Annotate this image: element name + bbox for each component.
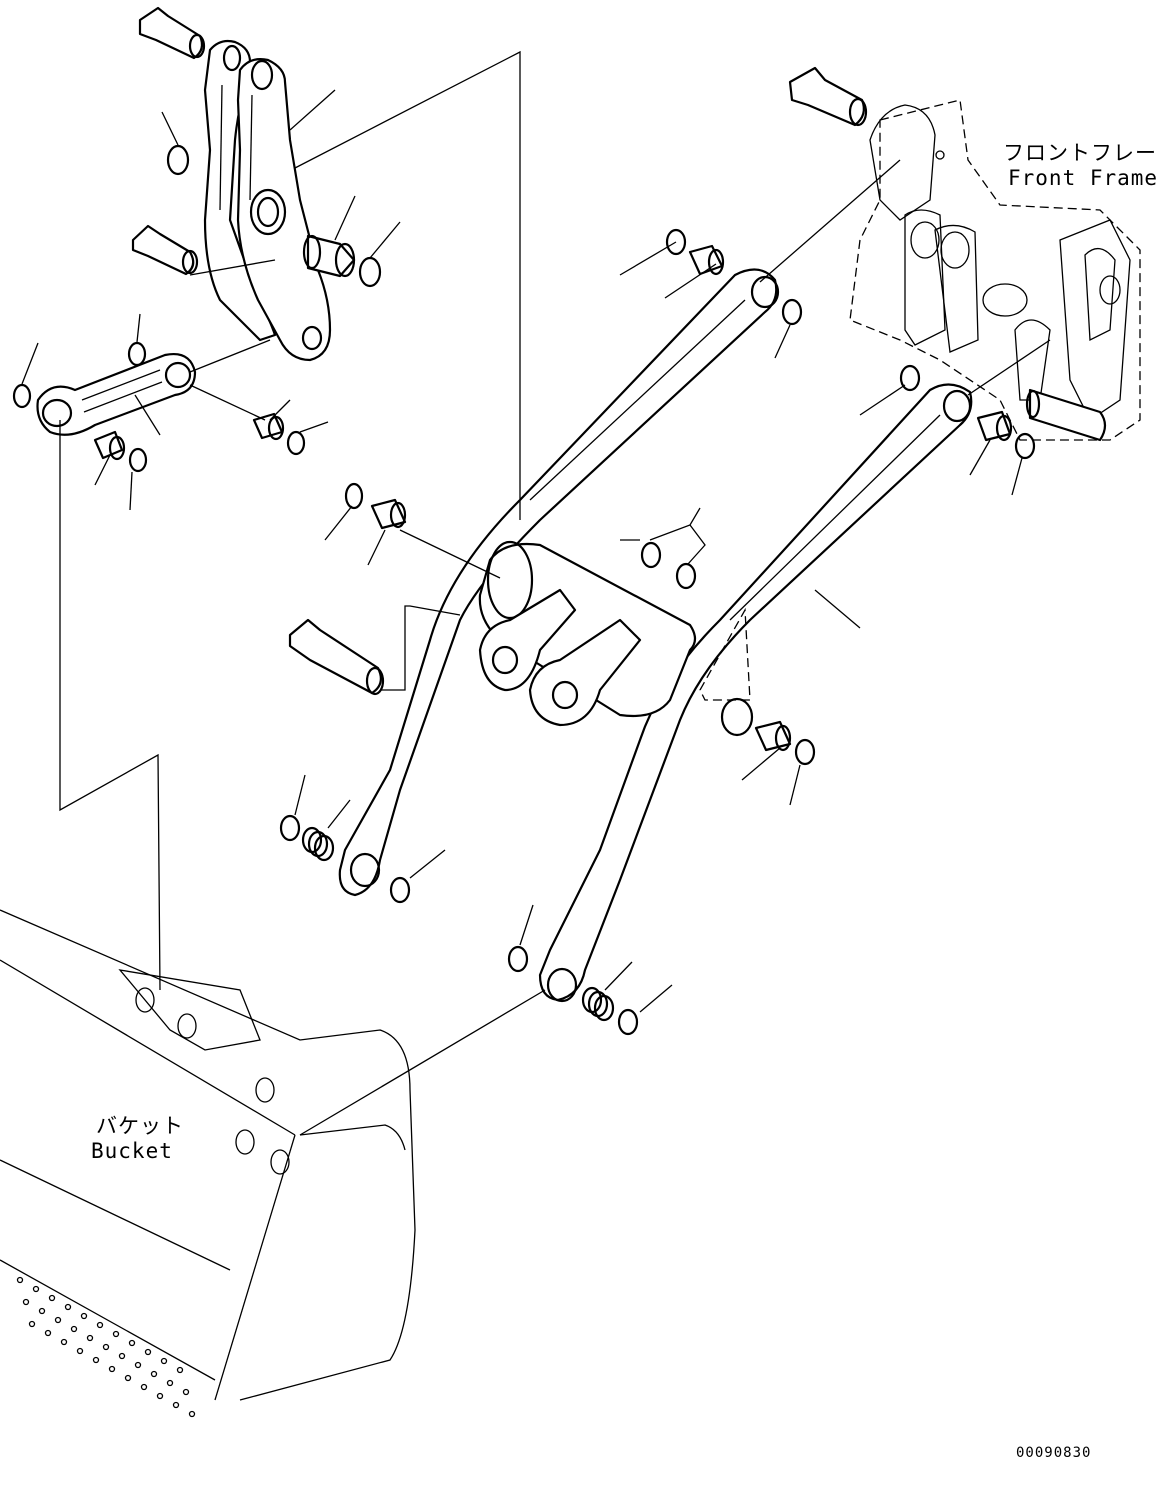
seal-ring-13 xyxy=(675,562,697,590)
bucket-hole xyxy=(172,1401,180,1409)
pin-front-frame-lower xyxy=(1025,388,1107,442)
bucket-hole xyxy=(144,1348,152,1356)
bucket-hole xyxy=(92,1356,100,1364)
bushing-link-right xyxy=(252,412,285,441)
bucket-holes xyxy=(16,1276,196,1418)
pin-front-frame xyxy=(788,66,868,127)
bushing-arm-left-top xyxy=(688,244,725,276)
bucket-hole xyxy=(96,1321,104,1329)
bucket-hole xyxy=(118,1352,126,1360)
seal-ring-7 xyxy=(665,228,687,256)
seal-ring-4 xyxy=(127,341,147,367)
bucket-hole xyxy=(182,1388,190,1396)
bucket-link xyxy=(36,353,197,436)
bushing-arm-right-top xyxy=(976,410,1013,442)
bucket-hole xyxy=(70,1325,78,1333)
pin-bellcrank-mid xyxy=(131,224,199,276)
seal-ring-9 xyxy=(899,364,921,392)
cross-tube-ref xyxy=(699,607,751,701)
bushing-link-left xyxy=(93,430,126,461)
leader-lines xyxy=(21,50,1051,1136)
bucket-hole xyxy=(54,1316,62,1324)
seal-ring-15 xyxy=(279,814,301,842)
seal-ring-10 xyxy=(1014,432,1036,460)
seal-ring-11 xyxy=(344,482,364,510)
bucket-hole xyxy=(60,1338,68,1346)
bucket-hole xyxy=(22,1298,30,1306)
bucket xyxy=(0,909,416,1401)
bucket-hole xyxy=(16,1276,24,1284)
bucket-hole xyxy=(32,1285,40,1293)
bucket-hole xyxy=(108,1365,116,1373)
seal-ring-12 xyxy=(640,541,662,569)
lift-arm-left xyxy=(338,268,780,897)
seal-ring-16 xyxy=(389,876,411,904)
bucket-hole xyxy=(156,1392,164,1400)
bucket-hole xyxy=(86,1334,94,1342)
bushing-arm-right-bottom xyxy=(581,986,615,1022)
seal-ring-18 xyxy=(617,1008,639,1036)
bucket-hole xyxy=(64,1303,72,1311)
pin-bellcrank-top xyxy=(138,6,206,60)
bellcrank xyxy=(203,39,332,362)
seal-ring-6 xyxy=(286,430,306,456)
seal-ring-8 xyxy=(781,298,803,326)
bucket-hole xyxy=(44,1329,52,1337)
seal-ring-14 xyxy=(794,738,816,766)
pin-middle xyxy=(288,618,385,696)
seal-ring-5 xyxy=(128,447,148,473)
seal-ring-2 xyxy=(358,256,382,288)
cross-tube xyxy=(478,540,697,727)
bucket-label-jp: バケット xyxy=(96,1114,184,1138)
drawing-number: 00090830 xyxy=(1016,1445,1092,1461)
bushing-arm-left-bottom xyxy=(301,826,335,862)
seal-ring-17 xyxy=(507,945,529,973)
bucket-hole xyxy=(76,1347,84,1355)
bucket-hole xyxy=(134,1361,142,1369)
bucket-hole xyxy=(128,1339,136,1347)
bucket-label-en: Bucket xyxy=(91,1139,173,1163)
bucket-hole xyxy=(38,1307,46,1315)
bucket-hole xyxy=(150,1370,158,1378)
arm-boss xyxy=(720,697,754,737)
front-frame-label-en: Front Frame xyxy=(1008,166,1157,190)
lift-arm-right xyxy=(538,383,973,1003)
bushing-cross-tube xyxy=(370,498,407,530)
seal-ring-3 xyxy=(12,383,32,409)
bucket-hole xyxy=(80,1312,88,1320)
bucket-hole xyxy=(166,1379,174,1387)
bucket-hole xyxy=(48,1294,56,1302)
seal-ring-1 xyxy=(166,144,190,176)
bucket-hole xyxy=(140,1383,148,1391)
bucket-hole xyxy=(28,1320,36,1328)
front-frame-label-jp: フロントフレーム xyxy=(1003,141,1157,165)
bucket-hole xyxy=(160,1357,168,1365)
bushing-bellcrank xyxy=(302,234,356,278)
bucket-hole xyxy=(176,1366,184,1374)
bucket-hole xyxy=(112,1330,120,1338)
bucket-hole xyxy=(102,1343,110,1351)
bucket-hole xyxy=(188,1410,196,1418)
bushing-arm-right-mid xyxy=(754,720,792,752)
bucket-hole xyxy=(124,1374,132,1382)
